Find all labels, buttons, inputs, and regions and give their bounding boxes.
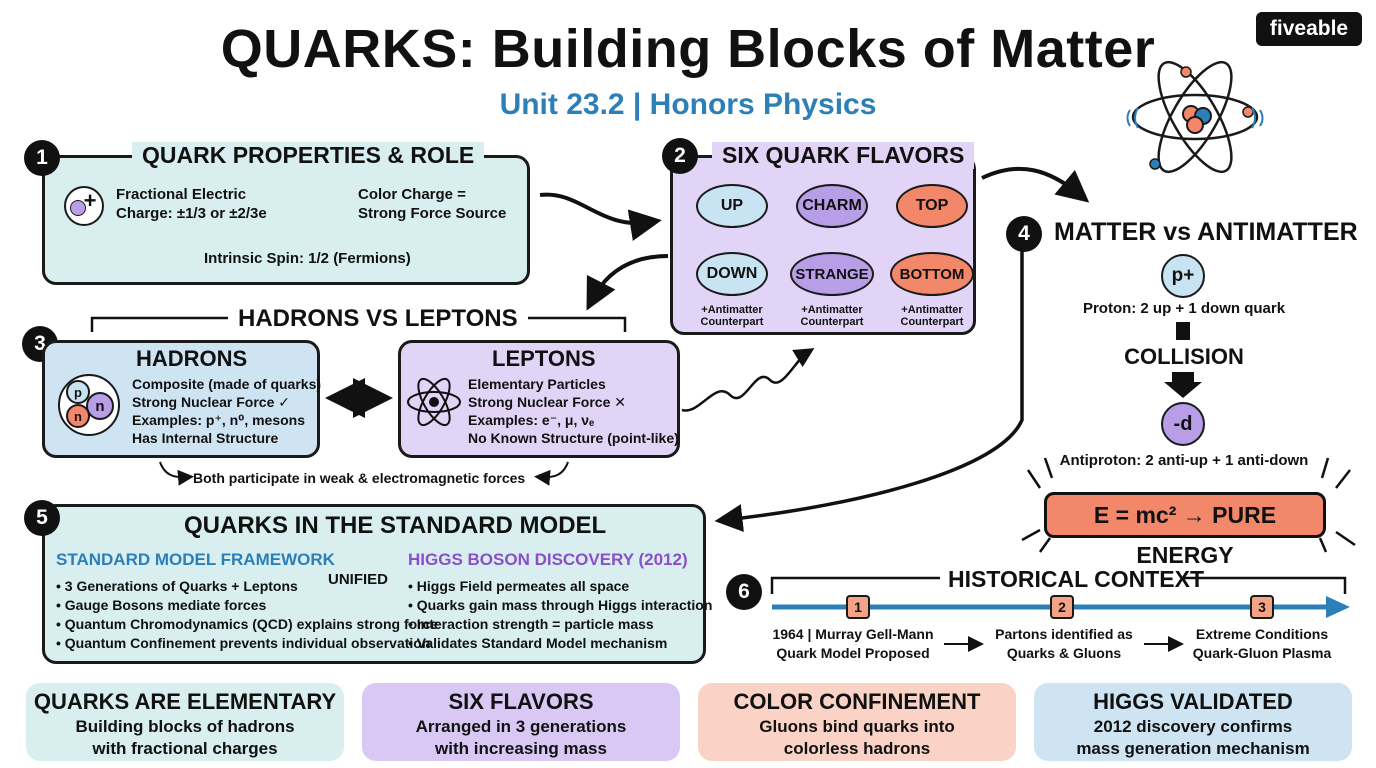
hadron-line: Examples: p⁺, n⁰, mesons — [132, 412, 306, 428]
counterpart-line-2: Counterpart — [900, 316, 964, 328]
hadron-line: Strong Nuclear Force ✓ — [132, 394, 290, 410]
lepton-line: Elementary Particles — [468, 376, 606, 392]
six-flavors-title: SIX QUARK FLAVORS — [712, 142, 975, 169]
flavor-charm[interactable]: CHARM — [796, 184, 868, 228]
standard-model-panel — [42, 504, 706, 664]
timeline-marker-1: 1 — [846, 595, 870, 619]
charge-dot-icon — [70, 200, 86, 216]
timeline-marker-3: 3 — [1250, 595, 1274, 619]
timeline-event-line-1: 1964 | Murray Gell-Mann — [772, 626, 934, 642]
counterpart-line-2: Counterpart — [700, 316, 764, 328]
framework-item: • Quantum Confinement prevents individua… — [56, 635, 431, 651]
summary-line-2: with increasing mass — [435, 739, 607, 758]
neutron-ball-2: n — [66, 404, 90, 428]
hadron-line: Composite (made of quarks) — [132, 376, 322, 392]
framework-item: • Gauge Bosons mediate forces — [56, 597, 267, 613]
flavor-up[interactable]: UP — [696, 184, 768, 228]
step-number-2: 2 — [662, 138, 698, 174]
higgs-item: • Validates Standard Model mechanism — [408, 635, 668, 651]
charge-line-1: Fractional Electric — [116, 186, 247, 203]
counterpart-line-1: +Antimatter — [901, 304, 963, 316]
step-number-1: 1 — [24, 140, 60, 176]
framework-item: • Quantum Chromodynamics (QCD) explains … — [56, 616, 439, 632]
color-charge-line-2: Strong Force Source — [358, 205, 507, 222]
summary-card-3: COLOR CONFINEMENT Gluons bind quarks into… — [698, 683, 1016, 761]
timeline-marker-2: 2 — [1050, 595, 1074, 619]
antiproton-symbol: -d — [1161, 402, 1205, 446]
quark-properties-title: QUARK PROPERTIES & ROLE — [132, 142, 485, 169]
flavor-strange[interactable]: STRANGE — [790, 252, 874, 296]
higgs-item: • Quarks gain mass through Higgs interac… — [408, 597, 713, 613]
lepton-line: No Known Structure (point-like) — [468, 430, 679, 446]
summary-line-1: Gluons bind quarks into — [759, 717, 955, 736]
leptons-title: LEPTONS — [492, 346, 596, 371]
flavor-down[interactable]: DOWN — [696, 252, 768, 296]
timeline-event-line-2: Quarks & Gluons — [1006, 645, 1122, 661]
spin-text: Intrinsic Spin: 1/2 (Fermions) — [204, 250, 411, 267]
summary-line-1: Arranged in 3 generations — [415, 717, 627, 736]
proton-ball: p — [66, 380, 90, 404]
summary-card-4: HIGGS VALIDATED 2012 discovery confirms ma… — [1034, 683, 1352, 761]
framework-title: STANDARD MODEL FRAMEWORK — [56, 550, 335, 569]
summary-card-2: SIX FLAVORS Arranged in 3 generations with… — [362, 683, 680, 761]
summary-title: SIX FLAVORS — [448, 689, 594, 714]
summary-title: COLOR CONFINEMENT — [733, 689, 981, 714]
energy-badge: E = mc² → PURE ENERGY — [1044, 492, 1326, 568]
summary-line-1: Building blocks of hadrons — [75, 717, 295, 736]
unified-label: UNIFIED — [328, 571, 388, 588]
counterpart-line-1: +Antimatter — [701, 304, 763, 316]
hadron-line: Has Internal Structure — [132, 430, 279, 446]
proton-label: Proton: 2 up + 1 down quark — [1082, 300, 1286, 317]
color-charge-line-1: Color Charge = — [358, 186, 466, 203]
atom-icon — [1126, 60, 1264, 174]
higgs-item: • Interaction strength = particle mass — [408, 616, 654, 632]
step-number-4: 4 — [1006, 216, 1042, 252]
summary-line-1: 2012 discovery confirms — [1093, 717, 1293, 736]
step-number-6: 6 — [726, 574, 762, 610]
fiveable-logo[interactable]: fiveable — [1256, 12, 1362, 46]
summary-title: HIGGS VALIDATED — [1093, 689, 1293, 714]
higgs-item: • Higgs Field permeates all space — [408, 578, 630, 594]
historical-context-title: HISTORICAL CONTEXT — [948, 566, 1204, 592]
timeline-event-line-2: Quark-Gluon Plasma — [1192, 645, 1332, 661]
charge-line-2: Charge: ±1/3 or ±2/3e — [116, 205, 267, 222]
collision-label: COLLISION — [1124, 344, 1244, 369]
higgs-title: HIGGS BOSON DISCOVERY (2012) — [408, 550, 688, 569]
leptons-card — [398, 340, 680, 458]
summary-title: QUARKS ARE ELEMENTARY — [33, 689, 337, 714]
hadrons-title: HADRONS — [136, 346, 248, 371]
hadrons-vs-leptons-title: HADRONS VS LEPTONS — [228, 305, 528, 333]
flavor-bottom[interactable]: BOTTOM — [890, 252, 974, 296]
timeline-event-line-1: Extreme Conditions — [1195, 626, 1329, 642]
summary-card-1: QUARKS ARE ELEMENTARY Building blocks of … — [26, 683, 344, 761]
shared-forces-text: Both participate in weak & electromagnet… — [193, 470, 526, 486]
counterpart-line-1: +Antimatter — [801, 304, 863, 316]
lepton-line: Strong Nuclear Force ✕ — [468, 394, 626, 410]
flavor-top[interactable]: TOP — [896, 184, 968, 228]
neutron-ball-1: n — [86, 392, 114, 420]
page-subtitle: Unit 23.2 | Honors Physics — [499, 88, 877, 121]
summary-line-2: mass generation mechanism — [1076, 739, 1310, 758]
summary-line-2: colorless hadrons — [783, 739, 931, 758]
step-number-5: 5 — [24, 500, 60, 536]
antiproton-label: Antiproton: 2 anti-up + 1 anti-down — [1059, 452, 1309, 469]
lepton-line: Examples: e⁻, μ, νₑ — [468, 412, 595, 428]
lepton-atom-icon — [407, 377, 461, 427]
plus-symbol: + — [83, 188, 97, 213]
proton-symbol: p+ — [1161, 254, 1205, 298]
summary-line-2: with fractional charges — [92, 739, 278, 758]
page-title: QUARKS: Building Blocks of Matter — [220, 19, 1156, 79]
timeline-event-line-2: Quark Model Proposed — [776, 645, 930, 661]
framework-item: • 3 Generations of Quarks + Leptons — [56, 578, 298, 594]
matter-antimatter-title: MATTER vs ANTIMATTER — [1054, 218, 1358, 246]
standard-model-title: QUARKS IN THE STANDARD MODEL — [184, 512, 607, 539]
timeline-event-line-1: Partons identified as — [995, 626, 1133, 642]
counterpart-line-2: Counterpart — [800, 316, 864, 328]
